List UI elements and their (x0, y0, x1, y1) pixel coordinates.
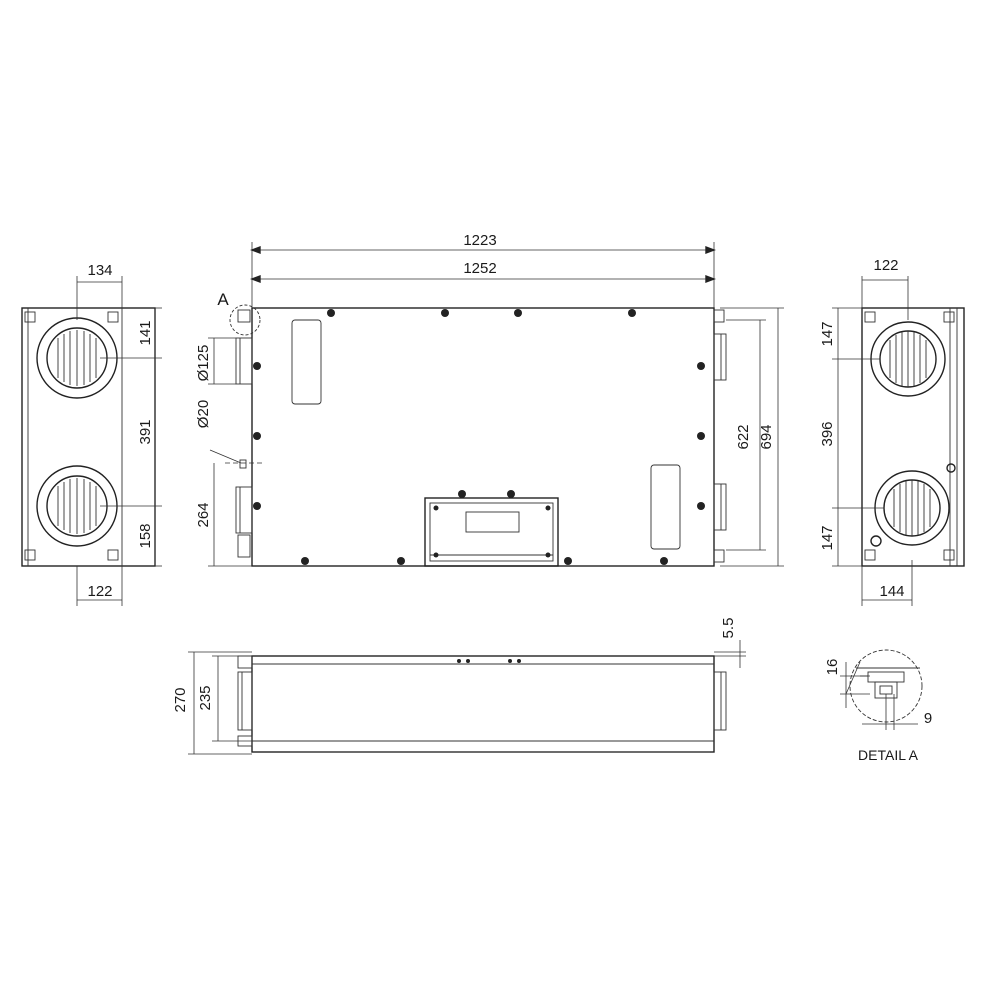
dim-left-middle: 391 (137, 419, 154, 444)
dim-left-lower: 158 (137, 523, 154, 548)
left-end-view: 134 122 141 391 158 (21, 262, 162, 606)
callout-a: A (217, 290, 261, 336)
dim-drain-height: 264 (195, 502, 212, 527)
dim-side-height-total: 270 (172, 687, 189, 712)
dim-right-upper: 147 (819, 321, 836, 346)
upper-spigot-right (870, 321, 946, 397)
side-dimensions (188, 640, 746, 755)
dim-duct-diameter: Ø125 (195, 345, 212, 382)
dim-left-upper: 141 (137, 320, 154, 345)
lower-spigot-right (874, 470, 950, 546)
front-top-dimensions (250, 242, 716, 308)
dim-side-height-body: 235 (197, 685, 214, 710)
dim-width-inner: 1223 (463, 232, 496, 249)
detail-a: 16 9 DETAIL A (824, 649, 932, 763)
dim-height-total: 694 (758, 424, 775, 449)
dim-right-lower: 147 (819, 525, 836, 550)
dim-left-bottom: 122 (87, 583, 112, 600)
dim-width-outer: 1252 (463, 260, 496, 277)
dim-detail-height: 16 (824, 659, 841, 676)
front-right-dimensions (720, 307, 784, 567)
service-box (424, 497, 559, 567)
front-view: A 1223 1252 Ø125 Ø20 264 (195, 232, 784, 567)
dim-drain-diameter: Ø20 (195, 400, 212, 428)
dim-spigot-spacing: 622 (735, 424, 752, 449)
dim-right-top: 122 (873, 257, 898, 274)
dim-side-offset: 5.5 (720, 618, 737, 639)
right-end-view: 122 144 147 396 147 (819, 257, 965, 606)
side-view: 270 235 5.5 (172, 618, 746, 755)
front-left-dimensions (208, 337, 252, 567)
left-dimensions (76, 276, 162, 606)
detail-a-label: DETAIL A (858, 747, 919, 763)
dim-right-bottom: 144 (879, 583, 904, 600)
right-dimensions (832, 276, 913, 606)
dim-detail-width: 9 (924, 710, 932, 727)
dim-left-top: 134 (87, 262, 112, 279)
dim-right-middle: 396 (819, 421, 836, 446)
screws (253, 309, 705, 565)
callout-a-label: A (217, 290, 229, 309)
